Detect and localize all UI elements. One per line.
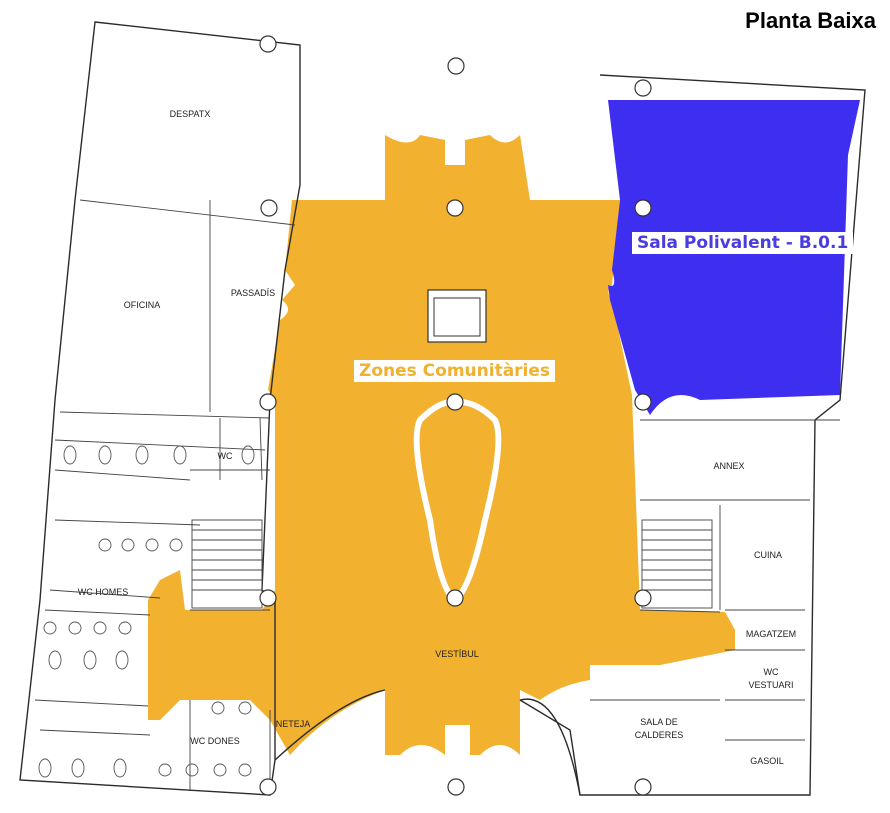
elevator [427,289,487,343]
room-neteja-label: NETEJA [276,719,311,729]
room-vestibul-label: VESTÍBUL [435,649,479,659]
stairs-left [191,519,263,609]
room-cuina-label: CUINA [754,550,782,560]
room-wc-dones-label: WC DONES [190,736,240,746]
page-title: Planta Baixa [745,8,876,33]
sala-polivalent-area[interactable] [608,100,860,415]
room-sala-calderes-label-2: CALDERES [635,730,684,740]
room-wc-vestuari-label-2: VESTUARI [748,680,793,690]
sala-polivalent-label: Sala Polivalent - B.0.1 [632,232,854,254]
room-passadis-label: PASSADÍS [231,288,275,298]
room-wc-label: WC [218,451,233,461]
building-outline [19,21,301,796]
room-sala-calderes-label-1: SALA DE [640,717,678,727]
interior-walls-right [590,419,840,741]
room-wc-homes-label: WC HOMES [78,587,129,597]
zones-comunitaries-label: Zones Comunitàries [354,360,556,382]
room-despatx-label: DESPATX [170,109,211,119]
interior-walls-left [34,199,296,790]
room-annex-label: ANNEX [713,461,744,471]
room-magatzem-label: MAGATZEM [746,629,796,639]
room-wc-vestuari-label-1: WC [764,667,779,677]
toilet-fixtures [38,445,255,778]
columns [259,35,652,796]
room-oficina-label: OFICINA [124,300,161,310]
room-gasoil-label: GASOIL [750,756,784,766]
stairs-right [641,519,713,609]
building-outline-right [519,74,866,796]
building-outline-bottom [274,689,581,796]
